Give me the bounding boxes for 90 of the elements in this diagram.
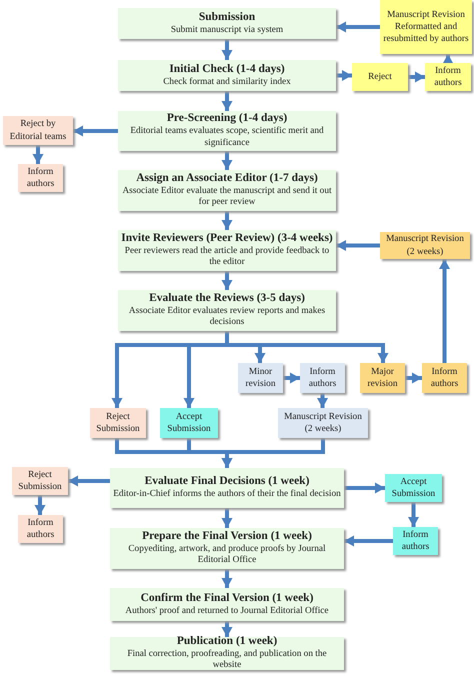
step-description: Editor-in-Chief informs the authors of their the final decision bbox=[113, 489, 341, 501]
arrow bbox=[344, 536, 393, 546]
arrow bbox=[336, 70, 352, 81]
step-title: Submission bbox=[198, 10, 256, 25]
box-label: Accept Submission bbox=[390, 476, 436, 500]
step-box bbox=[422, 363, 467, 393]
step-title: Assign an Associate Editor (1-7 days) bbox=[136, 172, 318, 186]
step-title: Publication (1 week) bbox=[176, 635, 278, 649]
arrow bbox=[408, 502, 419, 527]
step-description: Editorial teams evaluates scope, scientific merit and significance bbox=[129, 126, 325, 150]
box-label: Inform authors bbox=[400, 528, 430, 554]
step-description: Final correction, proofreading, and publication on the website bbox=[126, 648, 328, 672]
box-label: Inform authors bbox=[308, 366, 338, 390]
step-box bbox=[18, 515, 63, 543]
arrow bbox=[34, 495, 46, 515]
box-label: Inform authors bbox=[430, 366, 460, 390]
arrow bbox=[222, 438, 325, 468]
process-box bbox=[118, 60, 336, 91]
arrow bbox=[32, 145, 44, 164]
box-label: Minor revision bbox=[244, 366, 276, 390]
step-title: Prepare the Final Version (1 week) bbox=[142, 530, 312, 544]
step-title: Pre-Screening (1-4 days) bbox=[166, 112, 288, 126]
step-box bbox=[380, 232, 470, 259]
step-box bbox=[360, 363, 405, 393]
box-label: Accept Submission bbox=[166, 410, 212, 436]
box-label: Manuscript Revision bbox=[387, 8, 465, 21]
step-box bbox=[393, 527, 438, 555]
step-box bbox=[160, 408, 218, 438]
process-box bbox=[110, 528, 344, 569]
box-label: Reject Submission bbox=[95, 410, 141, 436]
arrow bbox=[405, 372, 422, 384]
process-box bbox=[118, 111, 336, 151]
step-title: Invite Reviewers (Peer Review) (3-4 weeks) bbox=[121, 232, 333, 246]
box-label: Reject by Editorial teams bbox=[8, 118, 68, 143]
step-box bbox=[18, 164, 63, 192]
step-box bbox=[352, 63, 408, 91]
process-box bbox=[118, 8, 336, 39]
step-title: Initial Check (1-4 days) bbox=[169, 62, 285, 77]
step-box bbox=[385, 474, 442, 502]
box-label: Manuscript Revision (2 weeks) bbox=[283, 410, 363, 436]
arrow bbox=[68, 476, 112, 486]
arrow bbox=[344, 482, 385, 494]
step-title: Evaluate Final Decisions (1 week) bbox=[144, 475, 310, 490]
step-box bbox=[300, 363, 345, 393]
box-label: Inform authors bbox=[26, 516, 56, 542]
arrow bbox=[222, 271, 232, 290]
box-label: Inform authors bbox=[433, 64, 463, 90]
process-box bbox=[110, 588, 344, 621]
step-box bbox=[3, 116, 73, 145]
arrow bbox=[222, 569, 232, 588]
step-box bbox=[380, 0, 472, 54]
process-box bbox=[118, 230, 336, 271]
arrow bbox=[222, 91, 232, 111]
step-box bbox=[425, 63, 471, 91]
box-label: Inform authors bbox=[26, 166, 56, 190]
box-label: Reject Submission bbox=[17, 468, 63, 494]
step-description: Check format and similarity index bbox=[163, 76, 291, 88]
arrow bbox=[222, 621, 232, 637]
arrow bbox=[336, 22, 380, 32]
step-box bbox=[90, 408, 146, 438]
step-description: Associate Editor evaluate the manuscript and send it out for peer review bbox=[121, 186, 333, 209]
arrow bbox=[222, 39, 232, 60]
step-description: Copyediting, artwork, and produce proofs by Journal Editorial Office bbox=[127, 544, 327, 567]
arrow bbox=[283, 372, 300, 384]
box-label: Reject bbox=[368, 70, 392, 84]
process-box bbox=[118, 170, 336, 211]
step-title: Confirm the Final Version (1 week) bbox=[140, 592, 314, 606]
arrow bbox=[408, 72, 425, 82]
arrow bbox=[73, 126, 118, 136]
step-box bbox=[12, 467, 68, 495]
arrow bbox=[439, 259, 450, 363]
step-description: Peer reviewers read the article and provide feedback to the editor bbox=[124, 246, 330, 269]
step-description: Associate Editor evaluates review reports and makes decisions bbox=[128, 306, 326, 329]
step-box bbox=[278, 408, 368, 438]
arrow bbox=[336, 240, 380, 251]
process-box bbox=[118, 290, 336, 331]
process-box bbox=[110, 468, 344, 508]
box-label: Manuscript Revision (2 weeks) bbox=[385, 233, 465, 258]
step-title: Evaluate the Reviews (3-5 days) bbox=[149, 292, 305, 306]
arrow bbox=[222, 151, 232, 170]
step-description: Submit manuscript via system bbox=[170, 24, 284, 36]
step-description: Authors' proof and returned to Journal Editorial Office bbox=[125, 606, 329, 618]
arrow bbox=[317, 393, 328, 408]
process-box bbox=[110, 637, 344, 670]
arrow bbox=[222, 211, 232, 230]
arrow bbox=[442, 54, 454, 64]
step-box bbox=[238, 363, 283, 393]
box-label: Major revision bbox=[366, 366, 398, 390]
box-label: Reformatted and resubmitted by authors bbox=[383, 20, 469, 46]
arrow bbox=[222, 508, 232, 528]
